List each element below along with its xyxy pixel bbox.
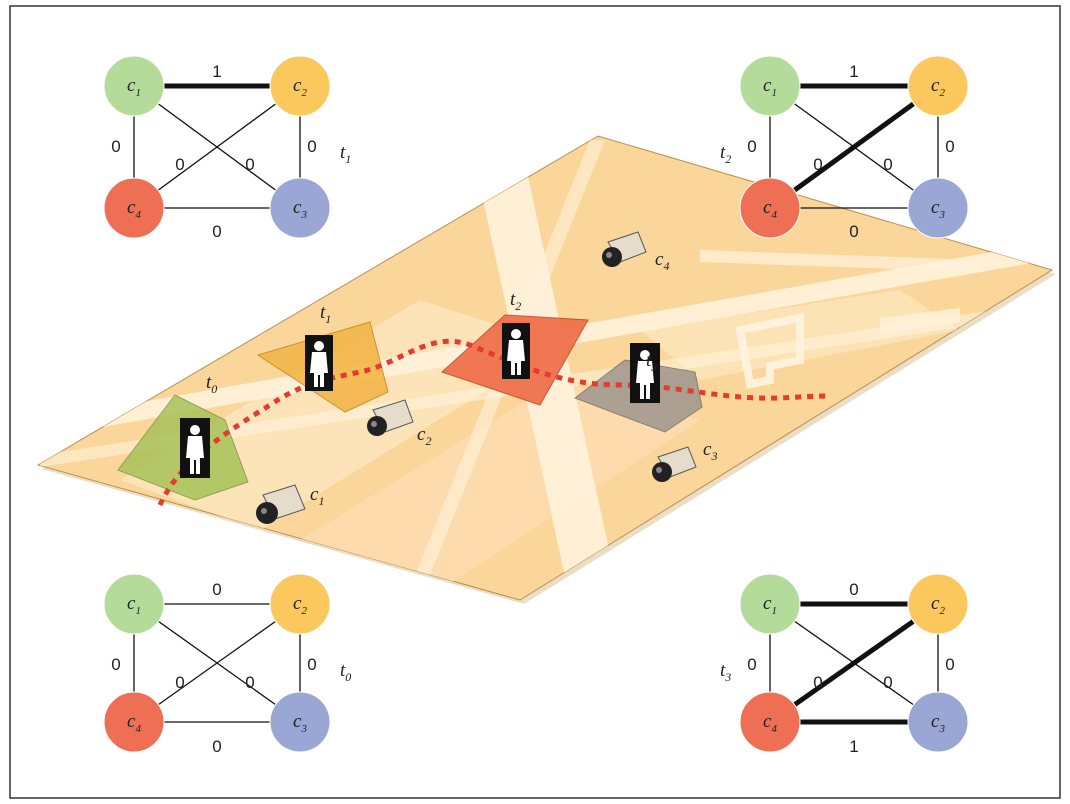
node-c3 [269, 691, 331, 753]
graph-time-label: t0 [340, 660, 351, 684]
edge-weight-c3-c4: 0 [212, 737, 221, 756]
region-label-t0: t0 [206, 372, 217, 396]
camera-c1 [256, 484, 306, 524]
edge-weight-c2-c3: 0 [307, 137, 316, 156]
edge-weight-c1-c3: 0 [175, 673, 184, 692]
node-label-c2: c2 [931, 75, 945, 99]
node-label-c4: c4 [127, 197, 141, 221]
node-c2 [907, 573, 969, 635]
node-c4 [103, 177, 165, 239]
node-c4 [739, 177, 801, 239]
region-label-t2: t2 [510, 289, 521, 313]
edge-weight-c1-c3: 0 [813, 155, 822, 174]
edge-weight-c3-c4: 0 [212, 222, 221, 241]
node-label-c4: c4 [763, 711, 777, 735]
edge-weight-c1-c3: 0 [175, 155, 184, 174]
edge-weight-c2-c3: 0 [945, 655, 954, 674]
region-label-t1: t1 [320, 302, 331, 326]
edge-weight-c2-c4: 0 [883, 155, 892, 174]
edge-weight-c2-c4: 0 [883, 673, 892, 692]
edge-c2-c4 [768, 83, 940, 211]
node-label-c1: c1 [127, 75, 141, 99]
map-layer: t0 t1 t2 t3 c1 c2 c3 c4 [36, 135, 1056, 604]
node-c1 [739, 55, 801, 117]
node-label-c3: c3 [293, 711, 307, 735]
graph-time-label: t2 [720, 142, 731, 166]
node-label-c2: c2 [293, 593, 307, 617]
edge-weight-c1-c3: 0 [813, 673, 822, 692]
node-c2 [907, 55, 969, 117]
node-label-c1: c1 [763, 593, 777, 617]
edge-weight-c4-c1: 0 [747, 137, 756, 156]
node-c4 [739, 691, 801, 753]
edge-weight-c3-c4: 0 [849, 222, 858, 241]
node-c2 [269, 55, 331, 117]
edge-weight-c2-c4: 0 [245, 673, 254, 692]
graph-t0: 0 0 0 0 0 0 c1 c2 c3 c4 t0 [103, 573, 351, 756]
camera-label-c3: c3 [703, 439, 717, 463]
edge-c2-c4 [768, 601, 940, 725]
edge-weight-c4-c1: 0 [111, 137, 120, 156]
node-c3 [907, 177, 969, 239]
node-c4 [103, 691, 165, 753]
node-label-c3: c3 [293, 197, 307, 221]
person-t0 [180, 418, 210, 478]
edge-weight-c4-c1: 0 [747, 655, 756, 674]
node-label-c3: c3 [931, 197, 945, 221]
node-c3 [907, 691, 969, 753]
camera-c4 [602, 231, 647, 267]
node-label-c2: c2 [931, 593, 945, 617]
edge-c2-c4 [133, 603, 301, 723]
graph-t2: 1 0 0 0 0 0 c1 c2 c3 c4 t2 [720, 55, 969, 241]
node-label-c3: c3 [931, 711, 945, 735]
node-c1 [739, 573, 801, 635]
edge-weight-c1-c2: 1 [212, 62, 221, 81]
graph-t1: 1 0 0 0 0 0 c1 c2 c3 c4 t1 [103, 55, 351, 241]
node-label-c1: c1 [127, 593, 141, 617]
graphs-layer: 1 0 0 0 0 0 c1 c2 c3 c4 t1 1 0 0 0 0 0 c1 c2 c3 c4 t2 0 0 0 0 0 0 c1… [103, 55, 969, 756]
camera-c2 [367, 399, 414, 436]
node-label-c1: c1 [763, 75, 777, 99]
graph-time-label: t1 [340, 142, 351, 166]
edge-weight-c3-c4: 1 [849, 737, 858, 756]
camera-c3 [652, 446, 697, 482]
graph-time-label: t3 [720, 660, 731, 684]
edge-weight-c2-c3: 0 [945, 137, 954, 156]
graph-t3: 0 0 1 0 0 0 c1 c2 c3 c4 t3 [720, 573, 969, 756]
person-t3 [630, 343, 660, 403]
camera-label-c1: c1 [310, 484, 324, 508]
person-t2 [502, 323, 530, 379]
node-c3 [269, 177, 331, 239]
camera-label-c4: c4 [655, 249, 669, 273]
node-label-c4: c4 [763, 197, 777, 221]
edge-weight-c1-c2: 0 [849, 580, 858, 599]
edge-weight-c1-c2: 1 [849, 62, 858, 81]
node-label-c2: c2 [293, 75, 307, 99]
edge-weight-c2-c3: 0 [307, 655, 316, 674]
node-c1 [103, 55, 165, 117]
region-label-t3: t3 [646, 350, 657, 374]
node-c1 [103, 573, 165, 635]
edge-weight-c1-c2: 0 [212, 580, 221, 599]
node-c2 [269, 573, 331, 635]
person-t1 [305, 335, 333, 391]
camera-label-c2: c2 [417, 424, 431, 448]
edge-weight-c2-c4: 0 [245, 155, 254, 174]
trajectory-path [157, 338, 831, 507]
node-label-c4: c4 [127, 711, 141, 735]
edge-weight-c4-c1: 0 [111, 655, 120, 674]
edge-c2-c4 [133, 85, 301, 209]
